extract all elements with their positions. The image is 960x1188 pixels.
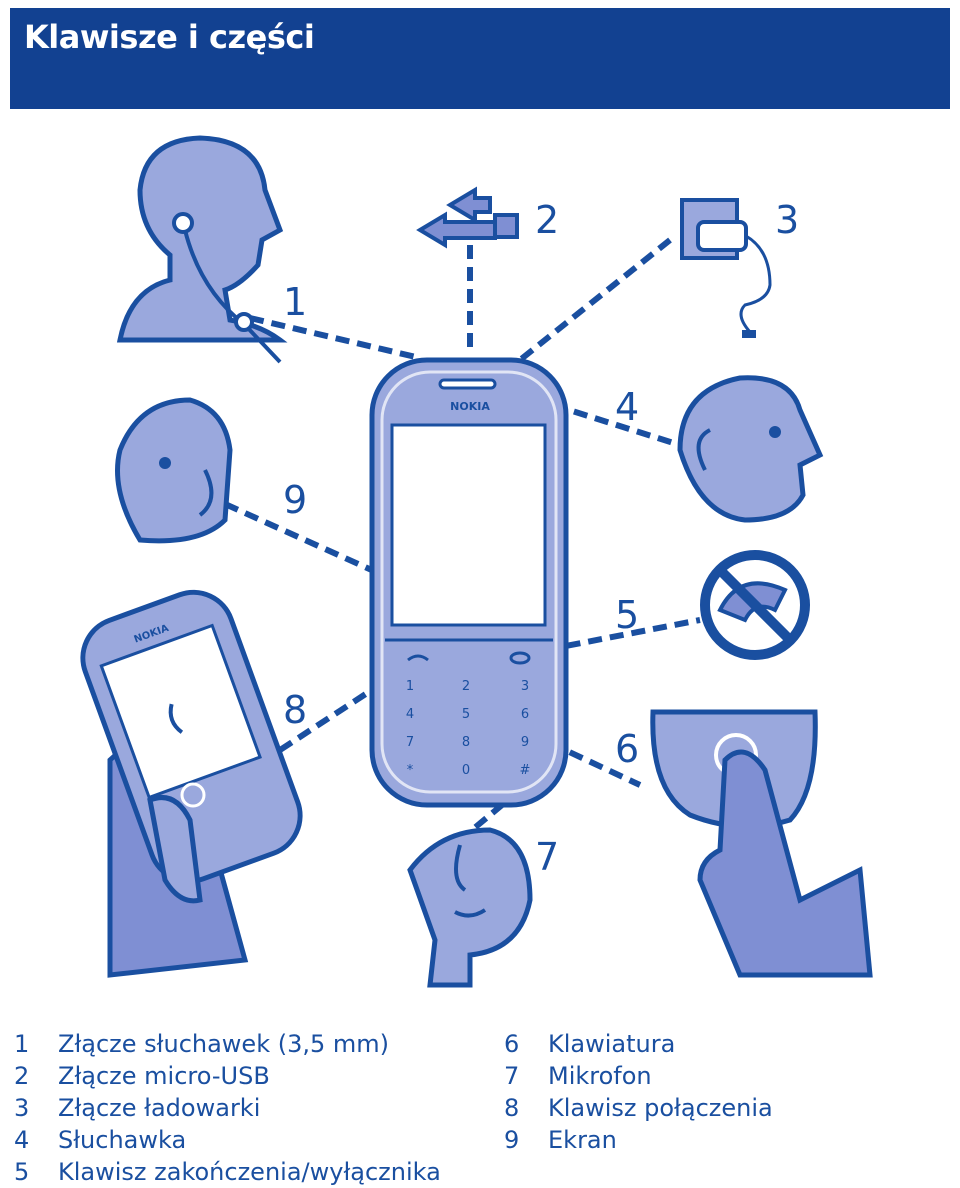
- page-title: Klawisze i części: [24, 18, 315, 56]
- legend-number: 3: [14, 1094, 30, 1122]
- headphones-person-illustration: [116, 135, 288, 364]
- usb-icon: [416, 186, 519, 249]
- page-header: Klawisze i części: [10, 8, 950, 109]
- callout-3: 3: [775, 198, 799, 242]
- legend-label: Słuchawka: [58, 1126, 187, 1154]
- legend-item: 4 Słuchawka: [14, 1124, 441, 1156]
- callout-4: 4: [615, 385, 639, 429]
- legend-label: Złącze ładowarki: [58, 1094, 261, 1122]
- callout-6: 6: [615, 727, 639, 771]
- legend-item: 2 Złącze micro-USB: [14, 1060, 441, 1092]
- legend-label: Ekran: [548, 1126, 617, 1154]
- call-key-icon: [407, 654, 429, 662]
- legend-number: 1: [14, 1030, 30, 1058]
- charger-illustration: [680, 198, 772, 338]
- key: 7: [406, 735, 414, 750]
- legend-item: 5 Klawisz zakończenia/wyłącznika: [14, 1156, 441, 1188]
- callout-numbers: 1 2 3 4 5 6 7 8 9: [283, 198, 799, 879]
- legend-item: 6 Klawiatura: [504, 1028, 773, 1060]
- callout-1: 1: [283, 280, 307, 324]
- legend-number: 9: [504, 1126, 520, 1154]
- legend-item: 1 Złącze słuchawek (3,5 mm): [14, 1028, 441, 1060]
- end-call-icon: [700, 550, 810, 660]
- legend-number: 8: [504, 1094, 520, 1122]
- key: 6: [521, 707, 529, 722]
- callout-8: 8: [283, 688, 307, 732]
- legend-number: 6: [504, 1030, 520, 1058]
- callout-9: 9: [283, 478, 307, 522]
- callout-5: 5: [615, 593, 639, 637]
- key: 9: [521, 735, 529, 750]
- legend-label: Złącze słuchawek (3,5 mm): [58, 1030, 390, 1058]
- earpiece-person-illustration: [677, 375, 824, 523]
- legend-label: Złącze micro-USB: [58, 1062, 270, 1090]
- key: 5: [462, 707, 470, 722]
- legend-label: Klawiatura: [548, 1030, 676, 1058]
- legend-right: 6 Klawiatura 7 Mikrofon 8 Klawisz połącz…: [504, 1028, 773, 1156]
- key: 3: [521, 679, 529, 694]
- keypad-finger-illustration: [650, 709, 873, 978]
- callout-7: 7: [535, 835, 559, 879]
- legend-label: Klawisz połączenia: [548, 1094, 773, 1122]
- key: 1: [406, 679, 414, 694]
- legend-number: 2: [14, 1062, 30, 1090]
- key: *: [407, 763, 414, 778]
- callout-2: 2: [535, 198, 559, 242]
- legend-number: 4: [14, 1126, 30, 1154]
- screen-person-illustration: [115, 397, 233, 544]
- phone-parts-illustration: NOKIA 1 2 3 4 5 6 7 8 9 * 0 # NOK: [80, 135, 873, 988]
- legend-item: 3 Złącze ładowarki: [14, 1092, 441, 1124]
- legend-number: 5: [14, 1158, 30, 1186]
- key: 8: [462, 735, 470, 750]
- legend-item: 8 Klawisz połączenia: [504, 1092, 773, 1124]
- key: 0: [462, 763, 470, 778]
- key: 4: [406, 707, 414, 722]
- phone-keypad: 1 2 3 4 5 6 7 8 9 * 0 #: [406, 679, 531, 778]
- hand-holding-phone-illustration: NOKIA: [80, 589, 303, 978]
- key: 2: [462, 679, 470, 694]
- legend-item: 7 Mikrofon: [504, 1060, 773, 1092]
- legend-label: Mikrofon: [548, 1062, 652, 1090]
- legend-item: 9 Ekran: [504, 1124, 773, 1156]
- key: #: [520, 763, 531, 778]
- phone-illustration: NOKIA 1 2 3 4 5 6 7 8 9 * 0 #: [369, 357, 569, 808]
- legend-left: 1 Złącze słuchawek (3,5 mm) 2 Złącze mic…: [14, 1028, 441, 1188]
- legend-label: Klawisz zakończenia/wyłącznika: [58, 1158, 441, 1186]
- microphone-person-illustration: [407, 827, 533, 988]
- legend-number: 7: [504, 1062, 520, 1090]
- phone-brand: NOKIA: [450, 400, 490, 413]
- end-key-icon: [509, 651, 531, 665]
